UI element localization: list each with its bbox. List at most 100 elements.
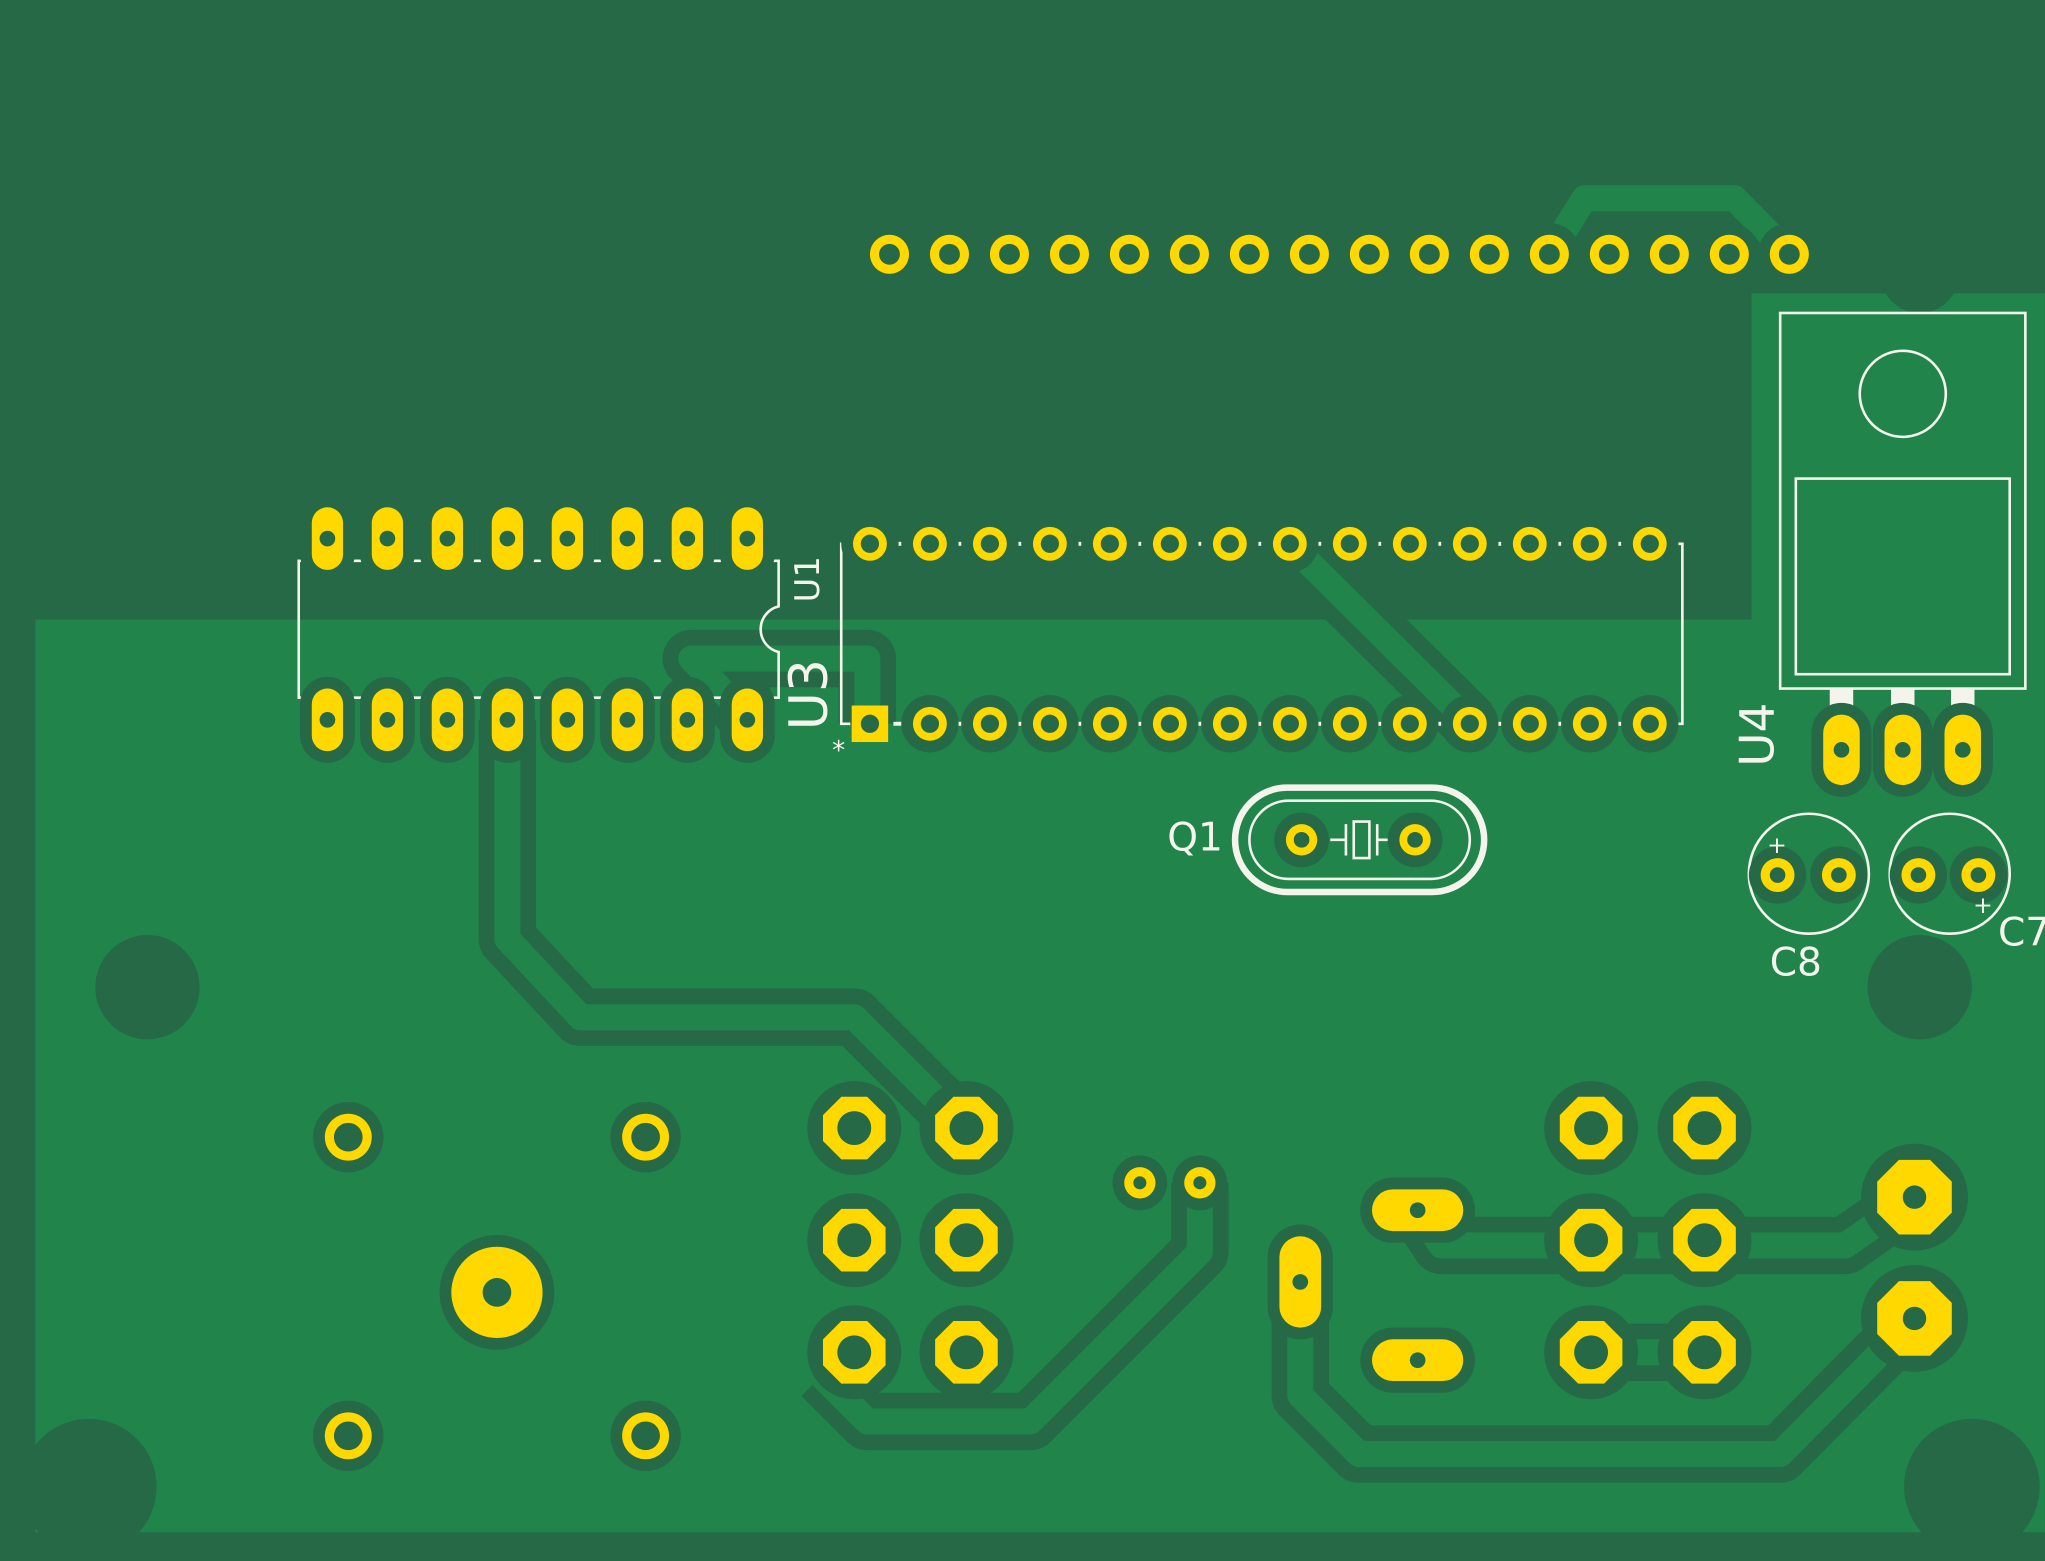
octagon-pad (919, 1081, 1014, 1175)
octagon-pad (919, 1193, 1014, 1288)
c8-outline (1747, 812, 1871, 936)
drill-hole (739, 530, 756, 547)
drill-hole (837, 1223, 872, 1258)
drill-hole (1902, 1306, 1927, 1331)
drill-hole (739, 712, 756, 728)
q1-inner-outline (1248, 799, 1472, 881)
u1-pin (1021, 695, 1079, 753)
u3-pin (420, 676, 475, 763)
drill-hole (1574, 1335, 1609, 1370)
c7-pin (1889, 846, 1948, 904)
u3-pin (479, 495, 535, 582)
drill-hole (1574, 1111, 1609, 1145)
drill-hole (1640, 714, 1659, 733)
u4-pin (1872, 702, 1933, 797)
drill-hole (1280, 534, 1299, 553)
u1-pin (1501, 515, 1559, 573)
drill-hole (1409, 1352, 1426, 1368)
drill-hole (319, 530, 336, 547)
small-pad (1112, 1155, 1168, 1211)
drill-hole (1040, 714, 1060, 733)
pin1-marker: * (832, 736, 845, 766)
drill-hole (949, 1111, 984, 1145)
u1-pin-1 (851, 705, 889, 743)
drill-hole (1640, 534, 1659, 553)
drill-hole (1658, 243, 1680, 265)
octagon-pad (919, 1305, 1014, 1400)
u1-pin (1441, 515, 1499, 573)
drill-hole (1407, 832, 1423, 848)
octagon-pad (1657, 1305, 1752, 1400)
u3-pin (599, 495, 655, 582)
mounting-holes (20, 234, 2040, 1555)
header-pin (1038, 223, 1101, 286)
c8-pin (1748, 846, 1807, 904)
drill-hole (980, 534, 1000, 553)
u3-pin (539, 676, 595, 763)
drill-hole (1040, 534, 1060, 553)
drill-hole (1902, 1185, 1927, 1209)
u3-outline (297, 559, 780, 699)
drill-hole (559, 712, 576, 728)
header-pin (1578, 223, 1641, 286)
header-pin (1338, 223, 1401, 286)
u4-pin (1811, 702, 1872, 797)
drill-hole (619, 530, 636, 547)
octagon-pad (807, 1081, 902, 1175)
drill-hole (1340, 534, 1359, 553)
drill-hole (1769, 867, 1786, 883)
octagon-pad (1861, 1143, 1968, 1251)
drill-hole (949, 1223, 984, 1258)
u3-pin (360, 495, 415, 582)
header-pin (1518, 223, 1581, 286)
u1-pin (1141, 695, 1199, 753)
header-pin (918, 223, 981, 286)
u3-pin (300, 676, 355, 763)
drill-hole (1358, 243, 1380, 265)
drill-hole (1520, 714, 1539, 733)
header-pin (1158, 223, 1221, 286)
drill-hole (631, 1421, 660, 1451)
trace (1280, 534, 1481, 734)
drill-hole (499, 530, 516, 547)
u1-pin (1561, 695, 1619, 753)
q1-pin (1387, 812, 1443, 868)
u4-pin (1932, 702, 1993, 797)
trace (812, 1182, 1213, 1435)
drill-hole (1831, 867, 1847, 883)
u3-pin (539, 495, 595, 582)
header-pin (1758, 223, 1821, 286)
drill-hole (631, 1122, 660, 1152)
octagon-pad (1861, 1264, 1968, 1372)
c8-label: C8 (1770, 940, 1822, 985)
mounting-hole (1880, 234, 1959, 313)
u1-pin (901, 515, 959, 573)
drill-hole (1478, 243, 1500, 265)
header-pin (1698, 223, 1761, 286)
drill-hole (1598, 243, 1620, 265)
drill-hole (939, 243, 960, 265)
drill-hole (1687, 1335, 1722, 1370)
u4-body (1794, 477, 2012, 676)
u1-pin (1201, 515, 1259, 573)
u3-pin (719, 676, 775, 763)
drill-hole (837, 1111, 872, 1145)
drill-hole (1220, 714, 1239, 733)
mount-pad (610, 1101, 681, 1173)
drill-hole (1193, 1176, 1207, 1190)
trace (494, 719, 975, 1138)
drill-hole (1292, 1274, 1309, 1290)
u1-label: U1 (788, 556, 827, 602)
drill-hole (379, 712, 396, 728)
u1-pin (1501, 695, 1559, 753)
drill-hole (879, 243, 900, 265)
mount-pad (313, 1101, 384, 1173)
header-pin (1278, 223, 1341, 286)
drill-hole (999, 243, 1020, 265)
drill-hole (1718, 243, 1740, 265)
drill-hole (1059, 243, 1080, 265)
u1-pin (961, 515, 1019, 573)
drill-hole (333, 1122, 363, 1152)
drill-hole (920, 534, 940, 553)
